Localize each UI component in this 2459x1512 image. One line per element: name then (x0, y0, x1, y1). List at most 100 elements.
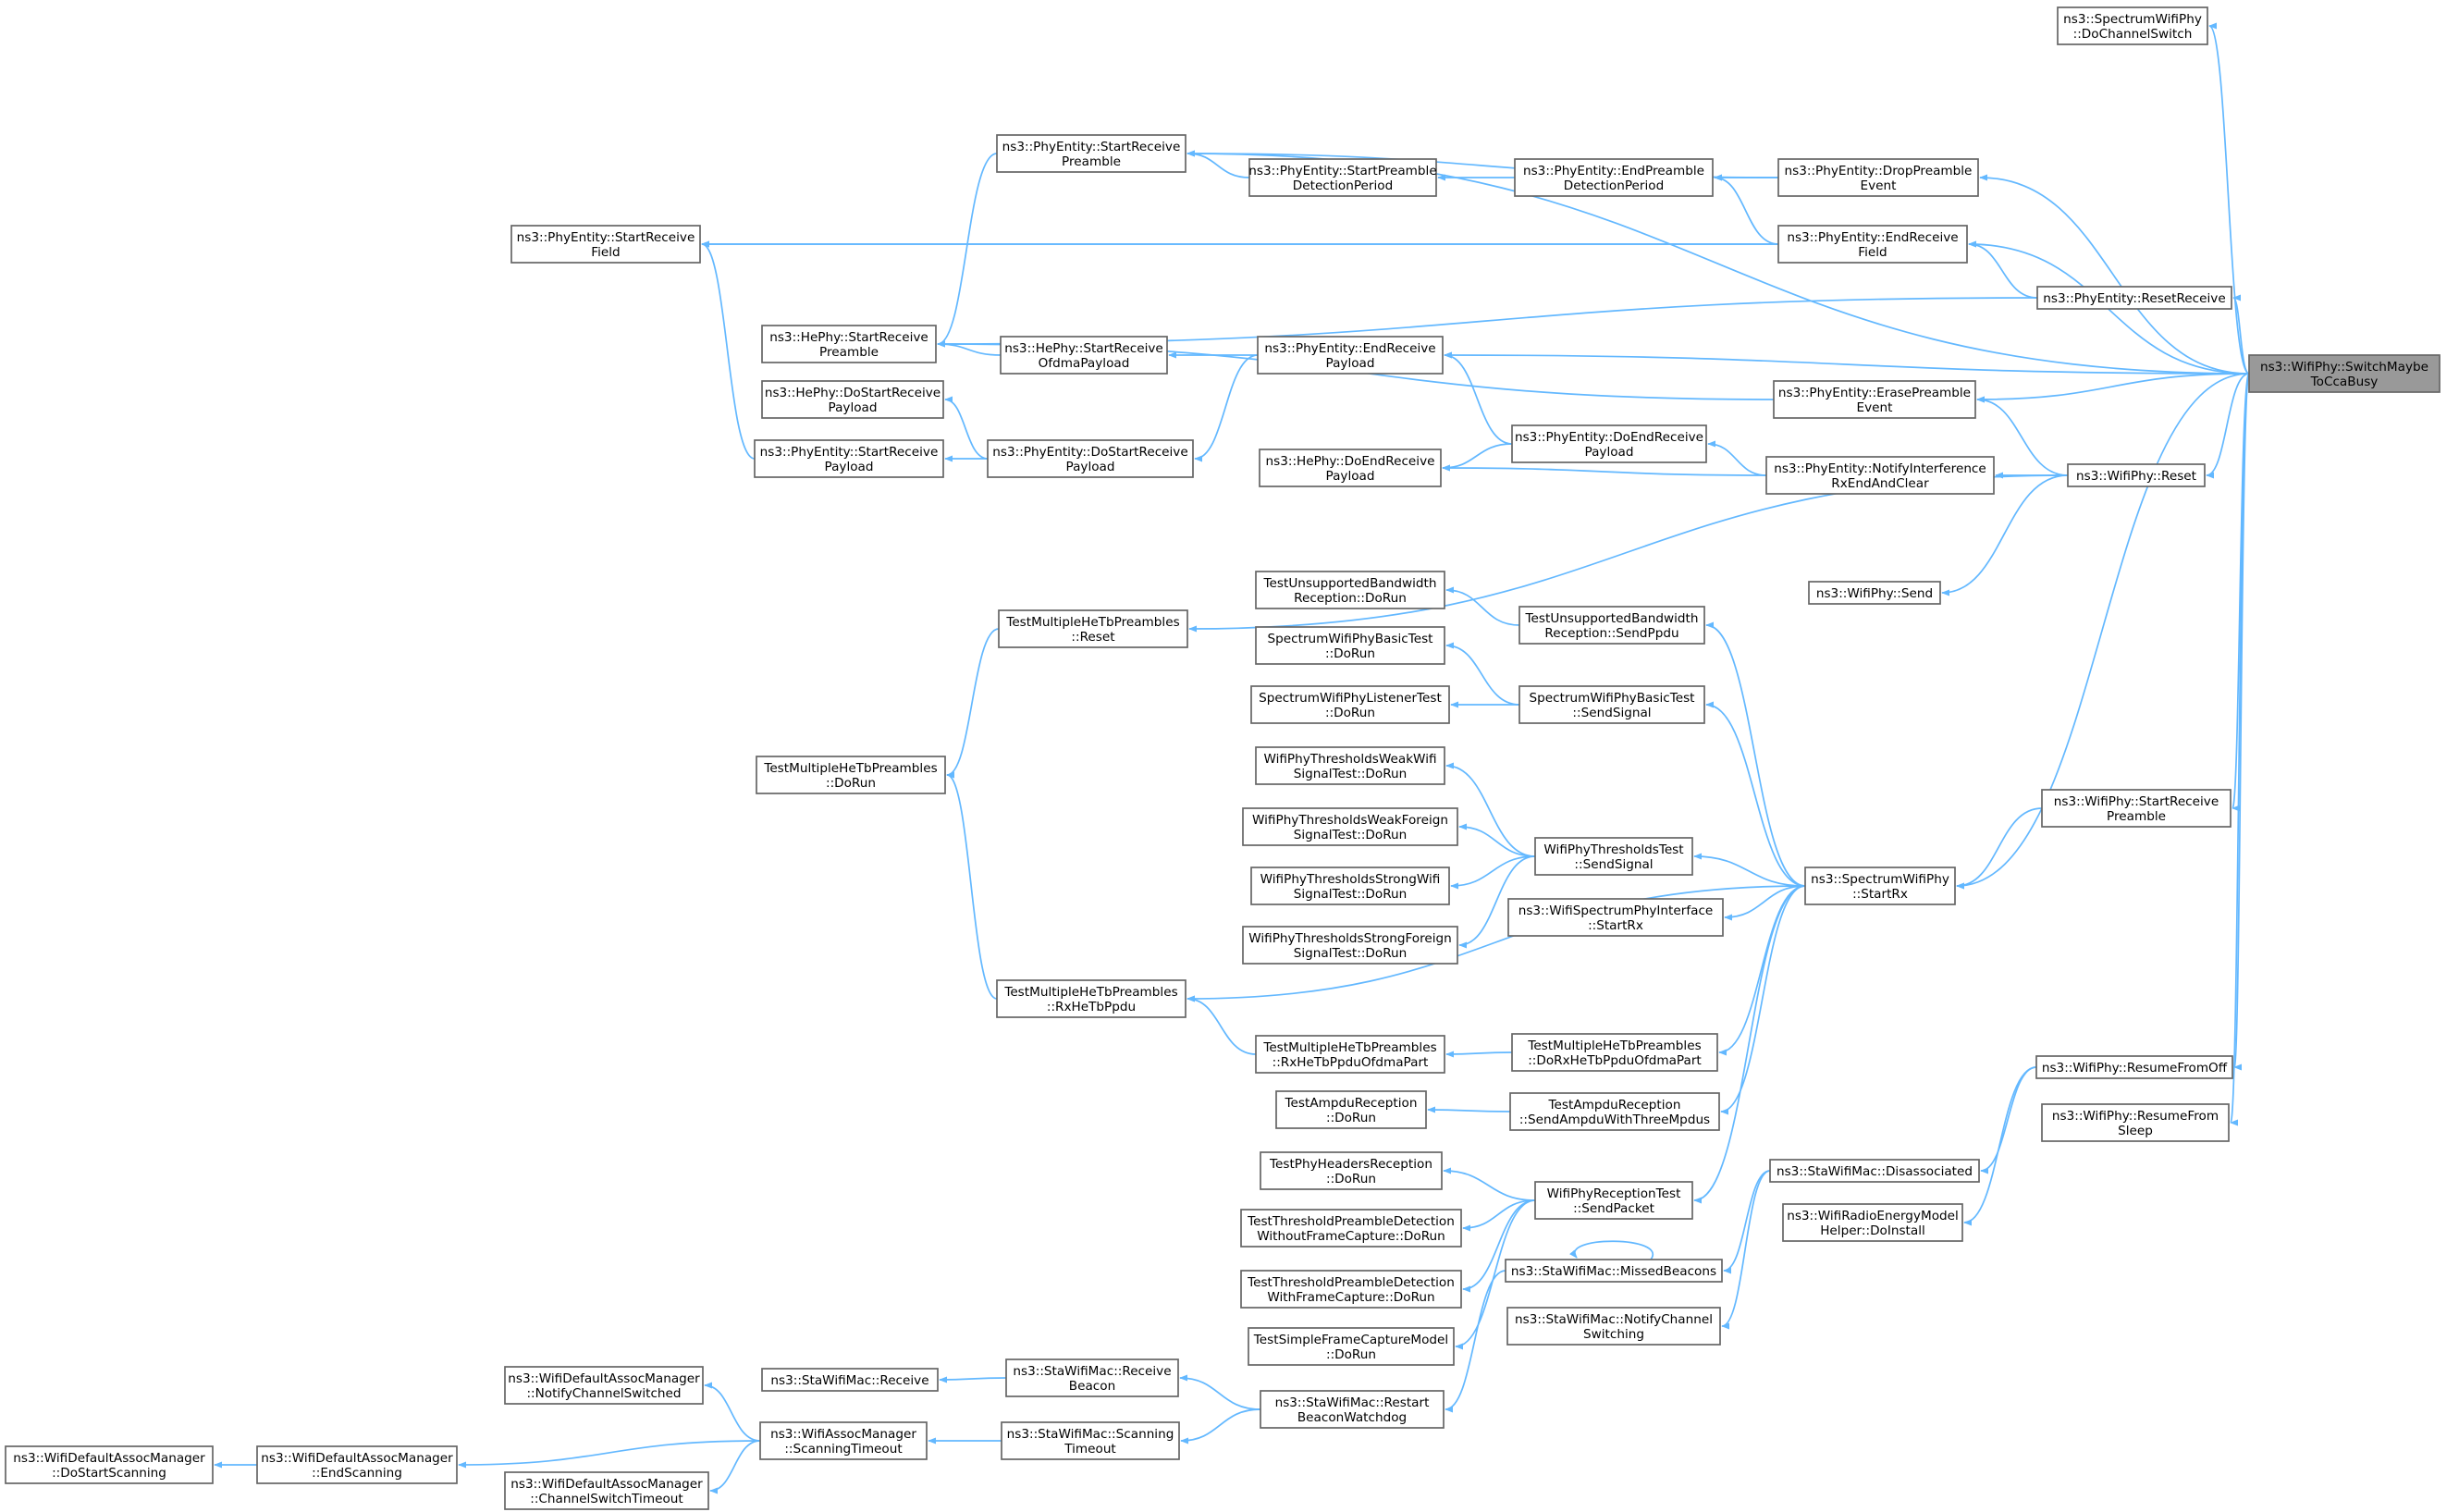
node-tphr[interactable]: TestPhyHeadersReception::DoRun (1260, 1151, 1443, 1190)
node-scws[interactable]: ns3::SpectrumWifiPhy::DoChannelSwitch (2057, 6, 2208, 45)
node-tmhe-reset[interactable]: TestMultipleHeTbPreambles::Reset (998, 609, 1188, 648)
node-label-line: ::DoRxHeTbPpduOfdmaPart (1528, 1053, 1702, 1068)
node-label-line: ns3::WifiPhy::StartReceive (2054, 794, 2219, 809)
call-edge (1720, 885, 1806, 1115)
node-tsfc[interactable]: TestSimpleFrameCaptureModel::DoRun (1248, 1327, 1455, 1366)
node-wrem[interactable]: ns3::WifiRadioEnergyModelHelper::DoInsta… (1782, 1203, 1963, 1242)
node-label-line: ns3::WifiPhy::Send (1816, 586, 1933, 601)
node-box (1534, 1181, 1693, 1220)
node-box (1765, 456, 1995, 495)
call-edge (1180, 1408, 1261, 1444)
node-label-line: ::RxHeTbPpdu (1047, 1000, 1136, 1014)
node-label-line: WifiPhyReceptionTest (1547, 1186, 1681, 1201)
node-label-line: ns3::PhyEntity::NotifyInterference (1774, 461, 1986, 476)
node-wsp-srx[interactable]: ns3::WifiSpectrumPhyInterface::StartRx (1507, 898, 1724, 937)
node-tub-send[interactable]: TestUnsupportedBandwidthReception::SendP… (1518, 606, 1705, 645)
node-ttpd-wo[interactable]: TestThresholdPreambleDetectionWithoutFra… (1240, 1209, 1462, 1248)
node-sta-st[interactable]: ns3::StaWifiMac::ScanningTimeout (1001, 1421, 1180, 1460)
node-label-line: WifiPhyThresholdsWeakForeign (1252, 813, 1448, 828)
node-label-line: ns3::WifiPhy::SwitchMaybe (2260, 360, 2428, 375)
node-tar-dorun[interactable]: TestAmpduReception::DoRun (1275, 1090, 1427, 1129)
node-label-line: ns3::PhyEntity::DoEndReceive (1515, 430, 1703, 445)
node-wdam-es[interactable]: ns3::WifiDefaultAssocManager::EndScannin… (256, 1445, 458, 1484)
node-tar-send[interactable]: TestAmpduReception::SendAmpduWithThreeMp… (1509, 1092, 1720, 1131)
call-edge (1445, 762, 1536, 857)
node-label-line: ::SendSignal (1572, 706, 1651, 720)
node-sta-mb[interactable]: ns3::StaWifiMac::MissedBeacons (1505, 1259, 1723, 1283)
node-label-line: WifiPhyThresholdsTest (1543, 842, 1683, 857)
node-label-line: ns3::StaWifiMac::Scanning (1007, 1427, 1174, 1442)
call-edge (458, 1440, 761, 1469)
node-wp-send[interactable]: ns3::WifiPhy::Send (1808, 581, 1941, 605)
node-label-line: ns3::WifiPhy::Reset (2076, 469, 2196, 484)
call-edge (1956, 373, 2250, 890)
node-pe-nirx[interactable]: ns3::PhyEntity::NotifyInterferenceRxEndA… (1765, 456, 1995, 495)
node-label-line: TestMultipleHeTbPreambles (1005, 615, 1179, 630)
node-tmhe-dorun[interactable]: TestMultipleHeTbPreambles::DoRun (756, 756, 946, 794)
node-pe-epdp[interactable]: ns3::PhyEntity::EndPreambleDetectionPeri… (1514, 158, 1714, 197)
call-edge (1186, 995, 1257, 1055)
node-label-line: ::DoRun (1325, 646, 1375, 661)
node-wam-st[interactable]: ns3::WifiAssocManager::ScanningTimeout (759, 1421, 928, 1460)
node-wp-rfo[interactable]: ns3::WifiPhy::ResumeFromOff (2035, 1055, 2233, 1079)
node-wp-reset[interactable]: ns3::WifiPhy::Reset (2067, 463, 2206, 487)
node-tmhe-rx[interactable]: TestMultipleHeTbPreambles::RxHeTbPpdu (996, 979, 1186, 1018)
node-wpr-send[interactable]: WifiPhyReceptionTest::SendPacket (1534, 1181, 1693, 1220)
node-tmhe-rxo[interactable]: TestMultipleHeTbPreambles::RxHeTbPpduOfd… (1255, 1035, 1445, 1074)
node-wdam-dss[interactable]: ns3::WifiDefaultAssocManager::DoStartSca… (5, 1445, 214, 1484)
node-box (1514, 158, 1714, 197)
node-label-line: SpectrumWifiPhyListenerTest (1259, 691, 1442, 706)
node-label-line: Preamble (2107, 809, 2166, 824)
node-wptsw[interactable]: WifiPhyThresholdsStrongWifiSignalTest::D… (1250, 867, 1450, 905)
node-swpb-send[interactable]: SpectrumWifiPhyBasicTest::SendSignal (1518, 685, 1705, 724)
call-edge (1956, 807, 2043, 890)
node-box (1242, 807, 1458, 846)
node-label-line: ns3::PhyEntity::ResetReceive (2043, 291, 2225, 306)
node-label-line: Field (591, 245, 620, 260)
node-pe-rr[interactable]: ns3::PhyEntity::ResetReceive (2036, 286, 2232, 310)
node-ttpd-w[interactable]: TestThresholdPreambleDetectionWithFrameC… (1240, 1270, 1462, 1309)
node-sta-recv[interactable]: ns3::StaWifiMac::Receive (761, 1368, 939, 1392)
node-label-line: ns3::PhyEntity::DoStartReceive (992, 445, 1187, 460)
node-label-line: Reception::DoRun (1294, 591, 1407, 606)
node-swpb-dorun[interactable]: SpectrumWifiPhyBasicTest::DoRun (1255, 626, 1445, 665)
node-swpl-dorun[interactable]: SpectrumWifiPhyListenerTest::DoRun (1250, 685, 1450, 724)
node-label-line: WifiPhyThresholdsStrongForeign (1248, 931, 1452, 946)
node-swp-srx[interactable]: ns3::SpectrumWifiPhy::StartRx (1804, 867, 1956, 905)
node-box (1511, 424, 1707, 463)
node-wptwf[interactable]: WifiPhyThresholdsWeakForeignSignalTest::… (1242, 807, 1458, 846)
node-wptsf[interactable]: WifiPhyThresholdsStrongForeignSignalTest… (1242, 926, 1458, 965)
node-sta-dis[interactable]: ns3::StaWifiMac::Disassociated (1769, 1159, 1980, 1183)
node-label-line: ns3::SpectrumWifiPhy (1811, 872, 1949, 887)
node-wdam-ncs[interactable]: ns3::WifiDefaultAssocManager::NotifyChan… (504, 1366, 704, 1405)
node-label-line: TestAmpduReception (1548, 1098, 1681, 1112)
node-wdam-cst[interactable]: ns3::WifiDefaultAssocManager::ChannelSwi… (504, 1471, 709, 1510)
node-wptww[interactable]: WifiPhyThresholdsWeakWifiSignalTest::DoR… (1255, 746, 1445, 785)
node-wpt-send[interactable]: WifiPhyThresholdsTest::SendSignal (1534, 837, 1693, 876)
node-box (1777, 158, 1979, 197)
node-pe-spdp[interactable]: ns3::PhyEntity::StartPreambleDetectionPe… (1248, 158, 1437, 197)
node-tmhe-dorx[interactable]: TestMultipleHeTbPreambles::DoRxHeTbPpduO… (1511, 1033, 1718, 1072)
node-label-line: TestPhyHeadersReception (1269, 1157, 1432, 1172)
call-edge (1186, 150, 1250, 178)
